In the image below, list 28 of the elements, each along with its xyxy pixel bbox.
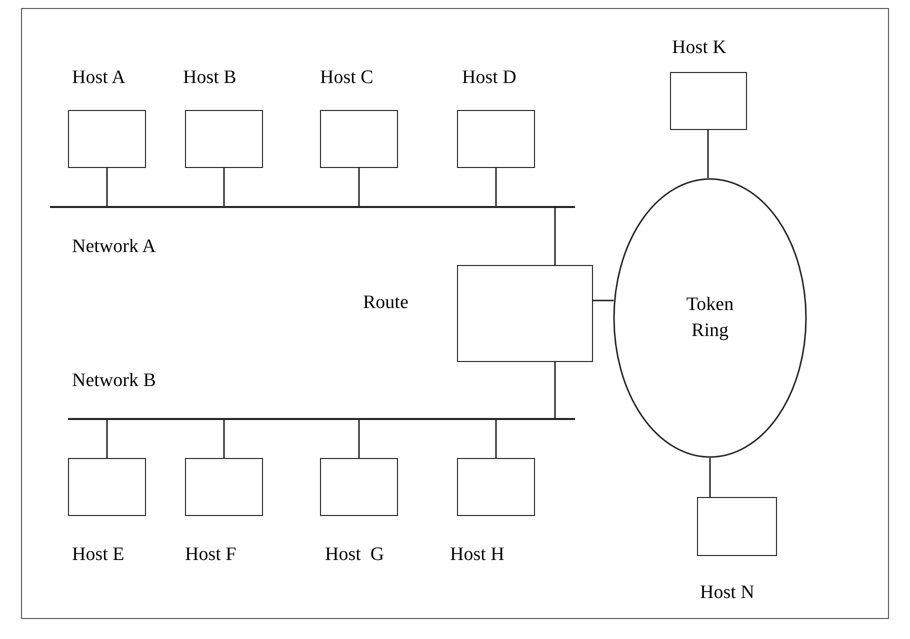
link-line <box>358 420 360 458</box>
host-label: Host F <box>185 543 236 567</box>
link-line <box>495 168 497 206</box>
ring-label: Token Ring <box>685 293 735 343</box>
link-line <box>106 420 108 458</box>
host-label: Host G <box>325 543 384 567</box>
host-label: Route <box>363 291 408 315</box>
link-line <box>495 420 497 458</box>
host-label: Host D <box>462 66 516 90</box>
link-line <box>223 420 225 458</box>
link-line <box>106 168 108 206</box>
link-line <box>554 362 556 418</box>
host-label: Host A <box>72 66 126 90</box>
link-line <box>593 300 614 302</box>
host-label: Host K <box>672 36 726 60</box>
link-line <box>554 208 556 265</box>
network-label: Network B <box>72 369 156 393</box>
host-label: Host N <box>700 581 754 605</box>
token-ring-ellipse <box>613 178 807 458</box>
host-label: Host C <box>320 66 374 90</box>
host-label: Host B <box>183 66 236 90</box>
link-line <box>707 130 709 178</box>
host-label: Host H <box>450 543 504 567</box>
link-line <box>358 168 360 206</box>
link-line <box>223 168 225 206</box>
network-label: Network A <box>72 235 156 259</box>
link-line <box>709 458 711 497</box>
host-label: Host E <box>72 543 124 567</box>
